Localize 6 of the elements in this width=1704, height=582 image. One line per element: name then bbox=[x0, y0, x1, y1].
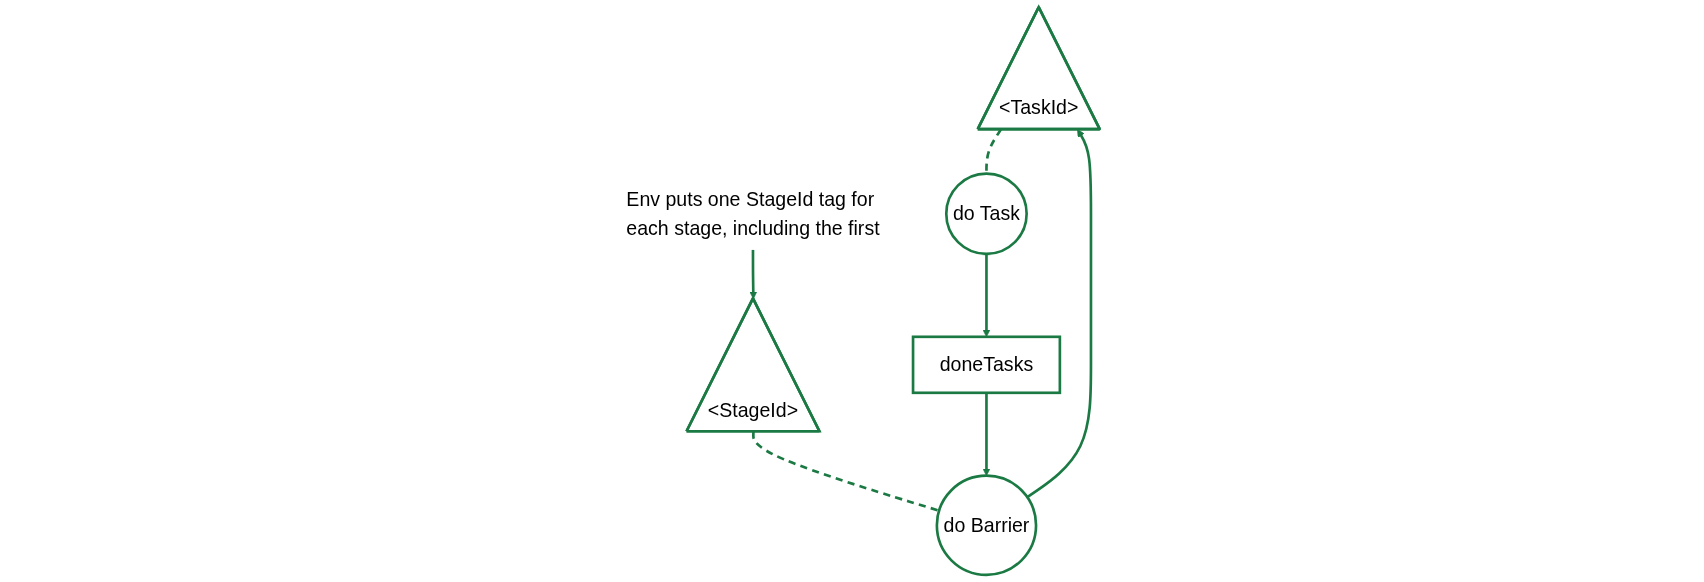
node-box: doneTasks bbox=[911, 335, 1062, 395]
arrow bbox=[1026, 129, 1093, 499]
connector bbox=[752, 431, 940, 512]
node-circle: do Task bbox=[945, 172, 1029, 256]
node-circle: do Barrier bbox=[935, 474, 1038, 577]
node-text: Env puts one StageId tag for each stage, including the first bbox=[626, 187, 880, 240]
